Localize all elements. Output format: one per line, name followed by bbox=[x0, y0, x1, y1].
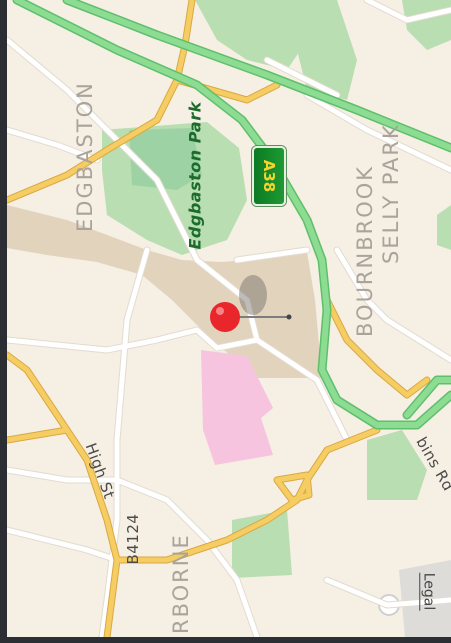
map-canvas[interactable] bbox=[7, 0, 451, 637]
park-label-edgbaston-park: Edgbaston Park bbox=[185, 101, 205, 250]
building-area bbox=[399, 560, 451, 637]
area-label-bournbrook: BOURNBROOK bbox=[353, 164, 377, 337]
minor-roads bbox=[7, 0, 451, 637]
road-label-b4124: B4124 bbox=[124, 513, 142, 565]
legal-link-label: Legal bbox=[419, 572, 437, 610]
area-label-selly-park: SELLY PARK bbox=[379, 123, 403, 264]
a38-road-shield-label: A38 bbox=[260, 159, 279, 193]
a38-road-shield: A38 bbox=[252, 146, 286, 206]
trunk-roads bbox=[12, 0, 451, 430]
legal-link[interactable]: Legal bbox=[411, 560, 445, 622]
green-areas bbox=[102, 0, 451, 578]
campus-area bbox=[7, 205, 322, 378]
location-pin-icon[interactable] bbox=[210, 302, 240, 332]
area-label-edgbaston: EDGBASTON bbox=[73, 81, 97, 232]
pin-tip bbox=[286, 314, 292, 320]
map-view[interactable]: EDGBASTON Edgbaston Park BOURNBROOK SELL… bbox=[7, 0, 451, 637]
pin-shadow bbox=[239, 275, 267, 315]
hospital-area bbox=[201, 350, 273, 465]
a-roads bbox=[7, 0, 431, 637]
area-label-harborne: RBORNE bbox=[169, 533, 193, 634]
